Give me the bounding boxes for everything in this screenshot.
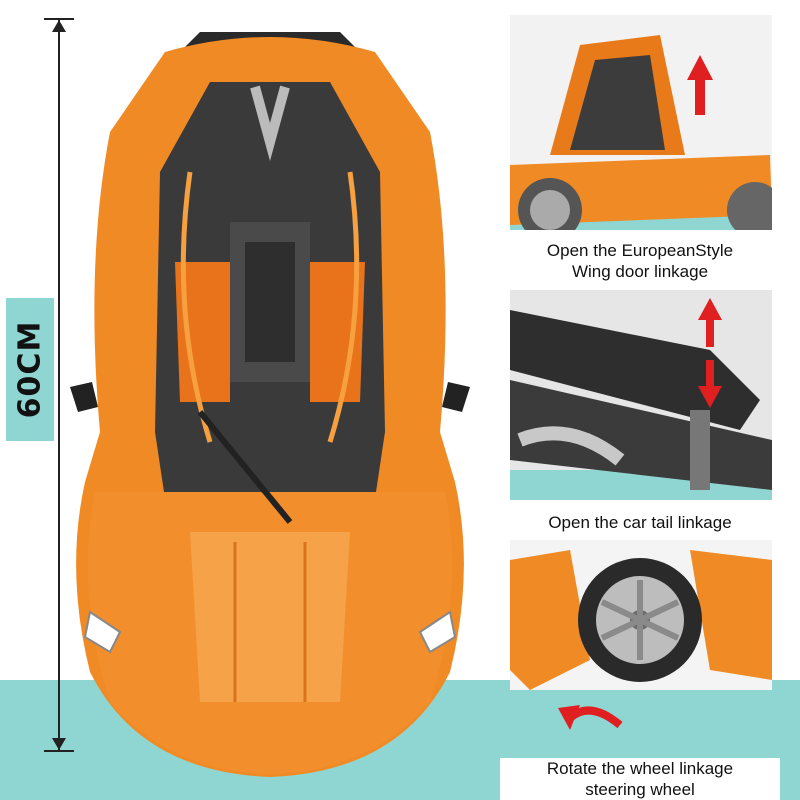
wing-door-photo: [510, 15, 772, 230]
wing-door-caption: Open the EuropeanStyle Wing door linkage: [500, 240, 780, 282]
wheel-steering-photo: [510, 540, 772, 750]
car-tail-caption: Open the car tail linkage: [500, 512, 780, 533]
caption-line: Open the EuropeanStyle: [546, 241, 734, 260]
caption-line: Rotate the wheel linkage: [546, 759, 734, 778]
caption-line: steering wheel: [585, 780, 695, 799]
wheel-caption: Rotate the wheel linkage steering wheel: [500, 758, 780, 800]
car-tail-photo: [510, 290, 772, 500]
size-badge: 60CM: [6, 298, 54, 441]
caption-line: Open the car tail linkage: [548, 513, 732, 532]
rotate-arrow-head-icon: [558, 705, 580, 730]
up-arrow-icon: [698, 298, 722, 320]
ruler-bottom-cap: [44, 750, 74, 752]
ruler-up-arrow-icon: [52, 20, 66, 32]
ruler-down-arrow-icon: [52, 738, 66, 750]
size-label: 60CM: [12, 320, 48, 419]
down-arrow-shaft-icon: [706, 360, 714, 390]
ruler-line: [58, 20, 60, 750]
car-top-view-image: [70, 32, 470, 777]
up-arrow-shaft-icon: [695, 75, 705, 115]
down-arrow-icon: [698, 386, 722, 408]
up-arrow-icon: [687, 55, 713, 80]
ruler-top-cap: [44, 18, 74, 20]
up-arrow-shaft-icon: [706, 315, 714, 347]
caption-line: Wing door linkage: [571, 262, 709, 281]
